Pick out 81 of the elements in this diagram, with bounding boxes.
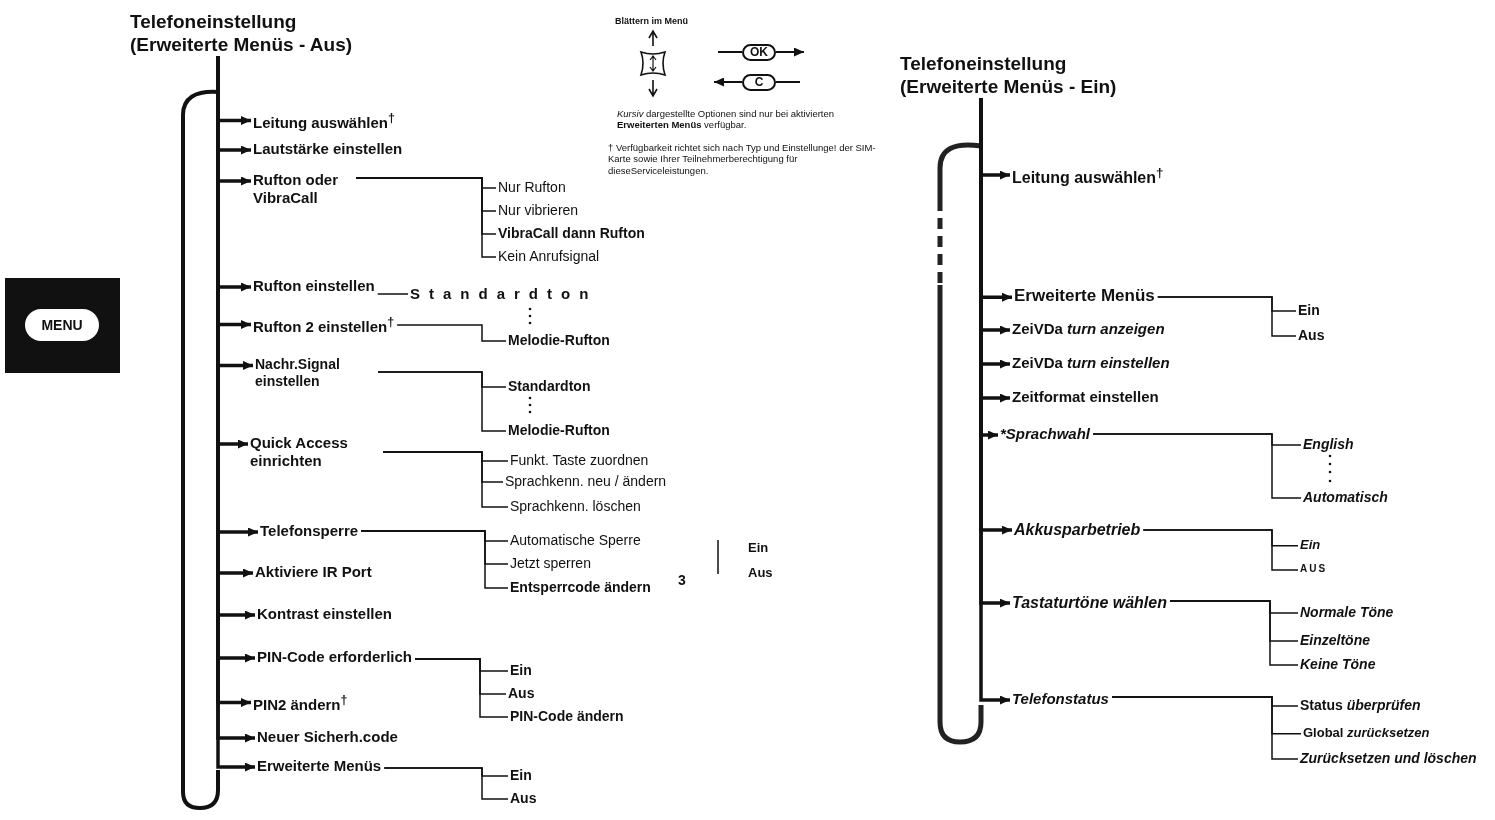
menu-item: Telefonstatus: [1012, 690, 1109, 708]
menu-item: Quick Access einrichten: [250, 434, 380, 470]
menu-item: *Sprachwahl: [1000, 425, 1091, 443]
menu-heading: Telefoneinstellung (Erweiterte Menüs - Aus): [130, 11, 380, 57]
menu-item: Rufton 2 einstellen$^{†}$: [253, 314, 395, 336]
menu-item: Leitung auswählen$^{†}$: [253, 110, 395, 132]
menu-item: ZeiVDa turn anzeigen: [1012, 320, 1165, 338]
connector-line: [1157, 296, 1297, 337]
option-label: VibraCall dann Rufton: [498, 224, 645, 242]
connector-line: [1169, 600, 1299, 666]
option-label: Kein Anrufsignal: [498, 247, 600, 265]
option-label: Keine Töne: [1300, 655, 1376, 673]
connector-line: [355, 177, 497, 258]
menu-item: Leitung auswählen$^{†}$: [1012, 164, 1164, 187]
menu-item: Erweiterte Menüs: [257, 757, 382, 775]
arrow: [979, 98, 1010, 705]
option-label: Standardton: [508, 377, 591, 395]
menu-item: Telefonsperre: [260, 522, 359, 540]
option-label: Nur vibrieren: [498, 201, 579, 219]
ok-button: OK: [742, 43, 776, 61]
menu-heading: Telefoneinstellung (Erweiterte Menüs - Ein): [900, 53, 1140, 99]
footnote-text: † Verfügbarkeit richtet sich nach Typ und Einstellunge! der SIM-Karte sowie Ihrer Teilnehmerberechtigung für dieseServiceleistungen.: [608, 142, 877, 177]
clear-button: C: [742, 73, 776, 91]
option-label: Aus: [748, 565, 773, 581]
option-label: Aus: [510, 789, 537, 807]
connector-line: [414, 658, 509, 718]
option-label: Aus: [1298, 326, 1325, 344]
option-label: Nur Rufton: [498, 178, 566, 196]
menu-item: ZeiVDa turn einstellen: [1012, 354, 1170, 372]
arrow: [775, 47, 805, 57]
option-label: Sprachkenn. löschen: [510, 497, 641, 515]
option-label: Funkt. Taste zuordnen: [510, 451, 649, 469]
option-label: Melodie-Rufton: [508, 421, 610, 439]
option-label: Automatisch: [1303, 488, 1388, 506]
menu-item: Kontrast einstellen: [257, 605, 393, 623]
menu-item: Neuer Sicherh.code: [257, 728, 398, 746]
menu-item: Akkusparbetrieb: [1014, 519, 1141, 539]
connector-line: [396, 324, 507, 342]
option-label: Automatische Sperre: [510, 531, 641, 549]
connector-line: [376, 293, 409, 295]
option-label: Aus: [508, 684, 535, 702]
option-label: Zurücksetzen und löschen: [1300, 749, 1477, 767]
menu-item: Zeitformat einstellen: [1012, 388, 1159, 406]
option-label: English: [1303, 435, 1354, 453]
menu-item: Nachr.Signal einstellen: [255, 356, 375, 390]
note-text: Kursiv dargestellte Optionen sind nur bei aktivierten Erweiterten Menüs verfügbar.: [617, 108, 836, 131]
option-label: Sprachkenn. neu / ändern: [505, 472, 667, 490]
menu-item: PIN-Code erforderlich: [257, 648, 413, 666]
menu-button: MENU: [22, 306, 102, 344]
connector-line: [360, 530, 509, 589]
connector-line: [1111, 696, 1299, 760]
connector-line: [1142, 529, 1299, 571]
option-label: Ein: [1300, 537, 1321, 553]
option-label: Entsperrcode ändern: [510, 578, 651, 596]
option-label: Ein: [510, 661, 532, 679]
option-label: Ein: [1298, 301, 1320, 319]
caption-text: Blättern im Menü: [615, 16, 688, 27]
option-label: Ein: [748, 540, 769, 556]
menu-item: Erweiterte Menüs: [1014, 286, 1155, 307]
option-label: Jetzt sperren: [510, 554, 591, 572]
menu-item: Aktiviere IR Port: [255, 563, 372, 581]
menu-item: Lautstärke einstellen: [253, 140, 403, 158]
menu-item: PIN2 ändern$^{†}$: [253, 692, 348, 714]
option-label: Status überprüfen: [1300, 696, 1421, 714]
menu-item: Rufton oder VibraCall: [253, 171, 353, 207]
connector-line: [383, 767, 509, 800]
footnote-mark: 3: [678, 572, 686, 589]
option-label: Einzeltöne: [1300, 631, 1370, 649]
option-label: Standardton: [410, 285, 598, 303]
arrow: [713, 77, 743, 87]
connector-line: [377, 371, 507, 432]
menu-item: Tastaturtöne wählen: [1012, 592, 1167, 612]
option-label: Global zurücksetzen: [1303, 725, 1430, 741]
option-label: AUS: [1300, 563, 1328, 575]
option-label: PIN-Code ändern: [510, 707, 624, 725]
connector-line: [1092, 433, 1302, 499]
option-label: Melodie-Rufton: [508, 331, 610, 349]
option-label: Normale Töne: [1300, 603, 1394, 621]
option-label: Ein: [510, 766, 532, 784]
connector-line: [382, 451, 509, 508]
menu-item: Rufton einstellen: [253, 277, 375, 295]
